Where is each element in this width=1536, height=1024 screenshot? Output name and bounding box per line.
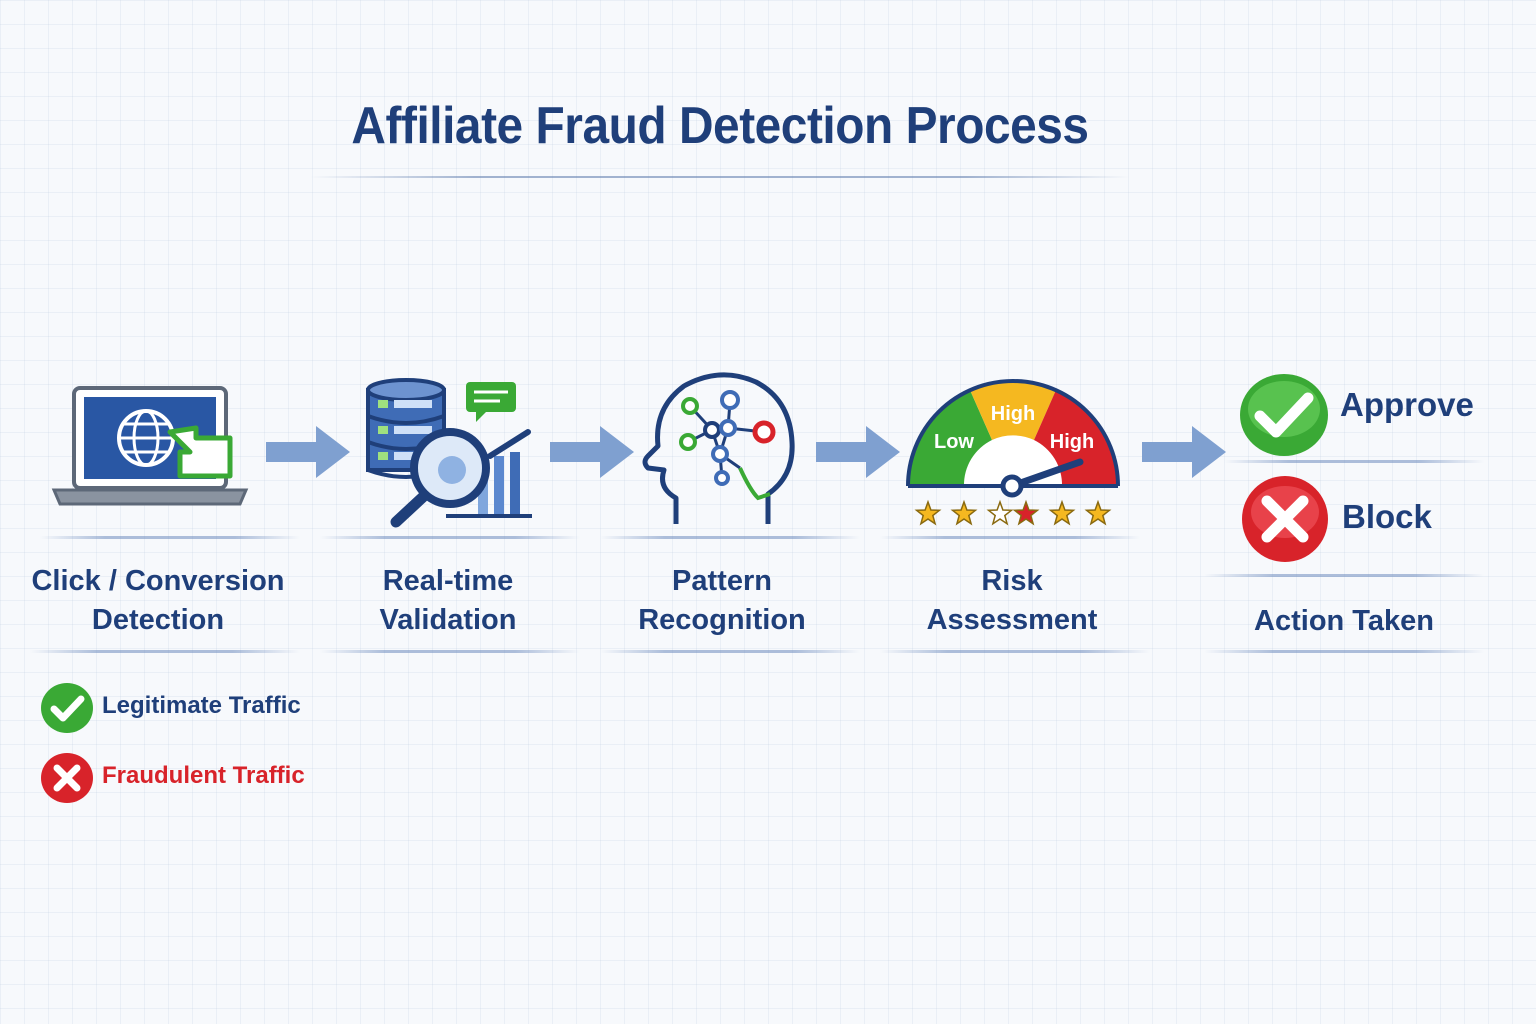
step-3-line1: Pattern bbox=[672, 565, 772, 597]
step-1-bottom-rule bbox=[30, 650, 300, 653]
legend-check-icon bbox=[41, 683, 93, 733]
star-icon bbox=[1084, 499, 1112, 526]
step-2-line2: Validation bbox=[379, 604, 517, 636]
flow-arrow-4 bbox=[1142, 426, 1226, 478]
legend-x-icon bbox=[41, 753, 93, 803]
step-2-top-rule bbox=[320, 536, 580, 539]
rating-stars bbox=[914, 499, 1112, 526]
star-icon bbox=[986, 499, 1014, 526]
step-3-bottom-rule bbox=[600, 650, 860, 653]
step-4-line2: Assessment bbox=[926, 604, 1098, 636]
step-2-bottom-rule bbox=[320, 650, 580, 653]
gauge-high-mid-label: High bbox=[991, 403, 1035, 425]
risk-gauge-icon: Low High High bbox=[906, 379, 1120, 526]
step-4-top-rule bbox=[880, 536, 1140, 539]
page-title: Affiliate Fraud Detection Process bbox=[351, 97, 1089, 155]
approve-label: Approve bbox=[1340, 386, 1474, 423]
step-1-line2: Detection bbox=[91, 604, 225, 636]
star-icon bbox=[1048, 499, 1076, 526]
step-4-line1: Risk bbox=[981, 565, 1043, 597]
step-5-line1: Action Taken bbox=[1254, 605, 1434, 637]
flow-arrow-1 bbox=[266, 426, 350, 478]
approve-check-icon bbox=[1240, 374, 1328, 456]
step-4-bottom-rule bbox=[880, 650, 1150, 653]
approve-divider bbox=[1224, 460, 1484, 463]
step-3-label: Pattern Recognition bbox=[582, 562, 862, 640]
brain-network-icon bbox=[642, 372, 795, 524]
block-label: Block bbox=[1342, 498, 1432, 535]
step-1-label: Click / Conversion Detection bbox=[18, 562, 298, 640]
legend-fraudulent-label: Fraudulent Traffic bbox=[102, 762, 305, 789]
gauge-high-label: High bbox=[1050, 431, 1094, 453]
step-2-line1: Real-time bbox=[382, 565, 514, 597]
step-1-line1: Click / Conversion bbox=[31, 565, 285, 597]
title-divider bbox=[310, 176, 1130, 178]
block-divider bbox=[1204, 574, 1484, 577]
gauge-low-label: Low bbox=[934, 431, 974, 453]
step-5-bottom-rule bbox=[1204, 650, 1484, 653]
star-icon bbox=[950, 499, 978, 526]
legend-legitimate-label: Legitimate Traffic bbox=[102, 692, 301, 719]
flow-arrow-3 bbox=[816, 426, 900, 478]
step-3-line2: Recognition bbox=[638, 604, 806, 636]
step-3-top-rule bbox=[600, 536, 860, 539]
step-2-label: Real-time Validation bbox=[308, 562, 588, 640]
block-x-icon bbox=[1242, 476, 1328, 562]
flow-arrow-2 bbox=[550, 426, 634, 478]
star-icon bbox=[1012, 499, 1040, 526]
step-1-top-rule bbox=[40, 536, 300, 539]
star-icon bbox=[914, 499, 942, 526]
laptop-globe-icon bbox=[51, 386, 249, 506]
step-4-label: Risk Assessment bbox=[872, 562, 1152, 640]
step-5-label: Action Taken bbox=[1204, 602, 1484, 641]
database-magnifier-icon bbox=[366, 378, 532, 528]
